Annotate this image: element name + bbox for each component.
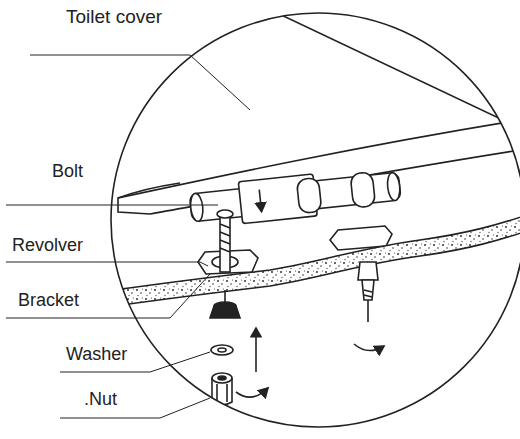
part-label: Washer xyxy=(66,343,127,365)
part-label: Revolver xyxy=(12,234,83,256)
part-label: Bolt xyxy=(52,160,83,182)
leader-lines xyxy=(6,55,250,418)
illustration xyxy=(100,12,520,405)
part-label: Bracket xyxy=(18,289,79,311)
part-label: .Nut xyxy=(84,388,117,410)
part-label: Toilet cover xyxy=(66,6,162,28)
